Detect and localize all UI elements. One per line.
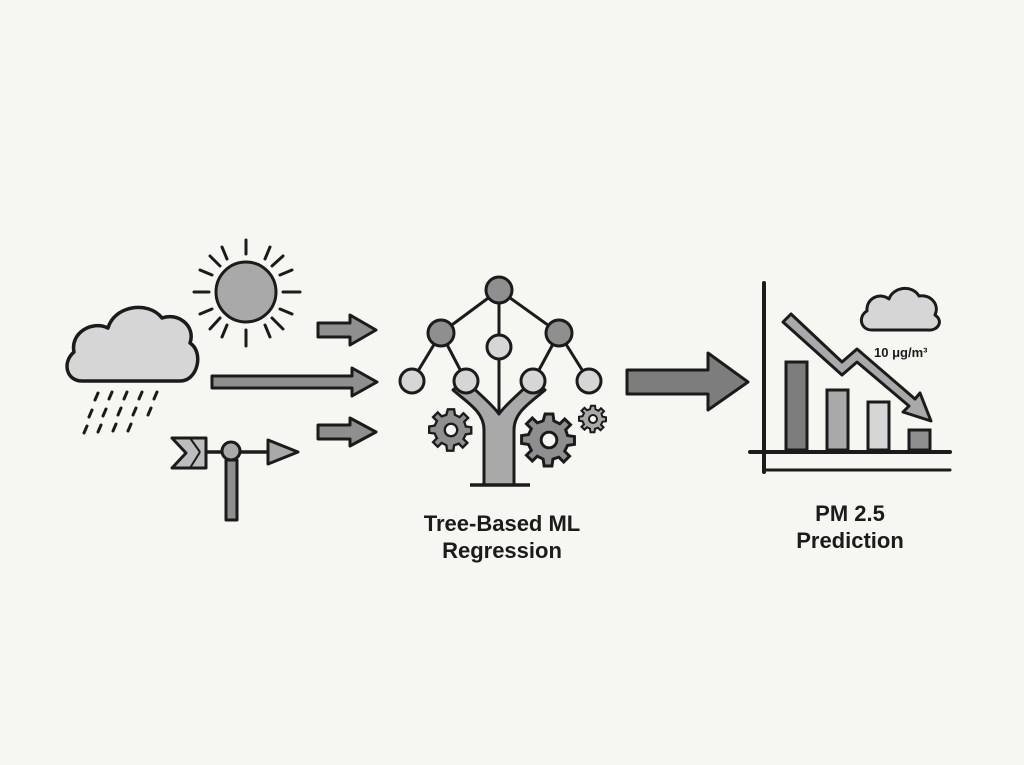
output-bar [825,388,850,452]
gear-icon [427,408,473,452]
decision-tree-icon [398,275,607,487]
pm-value-label: 10 μg/m³ [874,345,928,360]
gear-icon [578,404,607,434]
output-caption-line2: Prediction [796,528,904,553]
trend-down-arrow [781,312,933,423]
model-caption-line2: Regression [442,538,562,563]
weather-vane-icon [170,436,300,522]
output-bars [784,360,932,452]
pollution-cloud-icon [859,287,941,332]
output-bar [907,428,932,452]
rain-input-arrow [210,366,379,398]
output-bar [866,400,891,452]
output-caption-line1: PM 2.5 [815,501,885,526]
rain-cloud-icon [65,305,200,435]
sun-icon [192,238,302,348]
prediction-chart-icon: 10 μg/m³ [748,281,952,474]
output-bar [784,360,809,452]
output-caption: PM 2.5 Prediction [750,500,950,554]
sun-input-arrow [316,313,378,347]
model-caption: Tree-Based ML Regression [392,510,612,564]
model-output-arrow [625,351,750,412]
wind-input-arrow [316,416,378,448]
gear-icon [520,412,576,468]
model-caption-line1: Tree-Based ML [423,511,581,536]
